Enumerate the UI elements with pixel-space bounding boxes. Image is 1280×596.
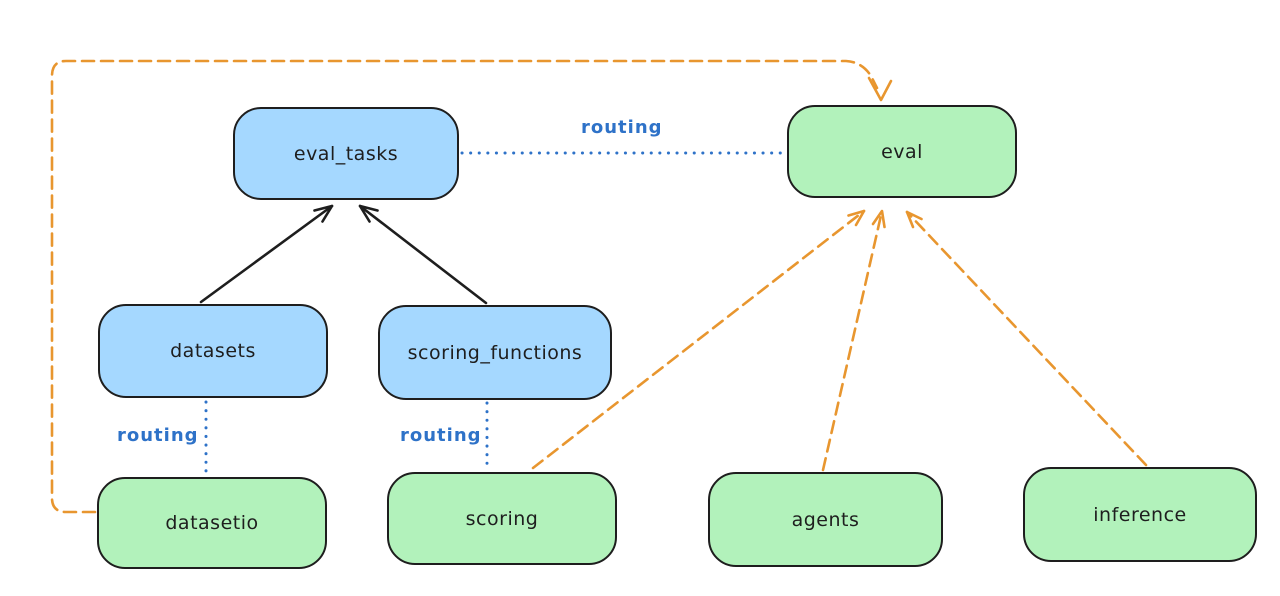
arrowhead-agents-to-eval: [871, 209, 886, 229]
edge-scoring-to-eval: [531, 209, 866, 470]
node-eval-tasks: eval_tasks: [233, 107, 459, 200]
node-scoring-label: scoring: [465, 507, 539, 530]
edge-label-routing-datasets-datasetio: routing: [117, 425, 199, 446]
edge-inference-to-eval: [905, 210, 1148, 467]
node-inference: inference: [1023, 467, 1257, 562]
node-scoring-functions: scoring_functions: [378, 305, 612, 400]
node-datasets-label: datasets: [170, 340, 256, 362]
edge-datasets-to-eval-tasks: [199, 204, 334, 304]
edge-scoring-functions-to-eval-tasks: [358, 204, 488, 305]
edge-agents-to-eval: [821, 209, 884, 472]
node-datasetio-label: datasetio: [165, 512, 259, 534]
arrowhead-datasetio-to-eval: [867, 76, 893, 102]
arrowhead-scoring-to-eval: [847, 209, 866, 227]
arrowhead-inference-to-eval: [905, 210, 923, 229]
edge-label-routing-scoring-functions-scoring: routing: [400, 425, 482, 446]
arrowhead-scoring-functions-to-eval-tasks: [358, 204, 379, 223]
node-agents: agents: [708, 472, 943, 567]
arrowhead-datasets-to-eval-tasks: [313, 204, 334, 223]
node-datasetio: datasetio: [97, 477, 327, 569]
node-eval: eval: [787, 105, 1017, 198]
node-eval-tasks-label: eval_tasks: [293, 142, 399, 165]
node-inference-label: inference: [1093, 503, 1187, 526]
node-agents-label: agents: [791, 508, 860, 531]
node-datasets: datasets: [98, 304, 328, 398]
node-eval-label: eval: [881, 140, 923, 163]
edge-datasetio-to-eval-loop: [50, 59, 879, 514]
edge-label-routing-eval-tasks-eval: routing: [581, 117, 663, 138]
node-scoring-functions-label: scoring_functions: [407, 341, 583, 364]
node-scoring: scoring: [387, 472, 617, 565]
